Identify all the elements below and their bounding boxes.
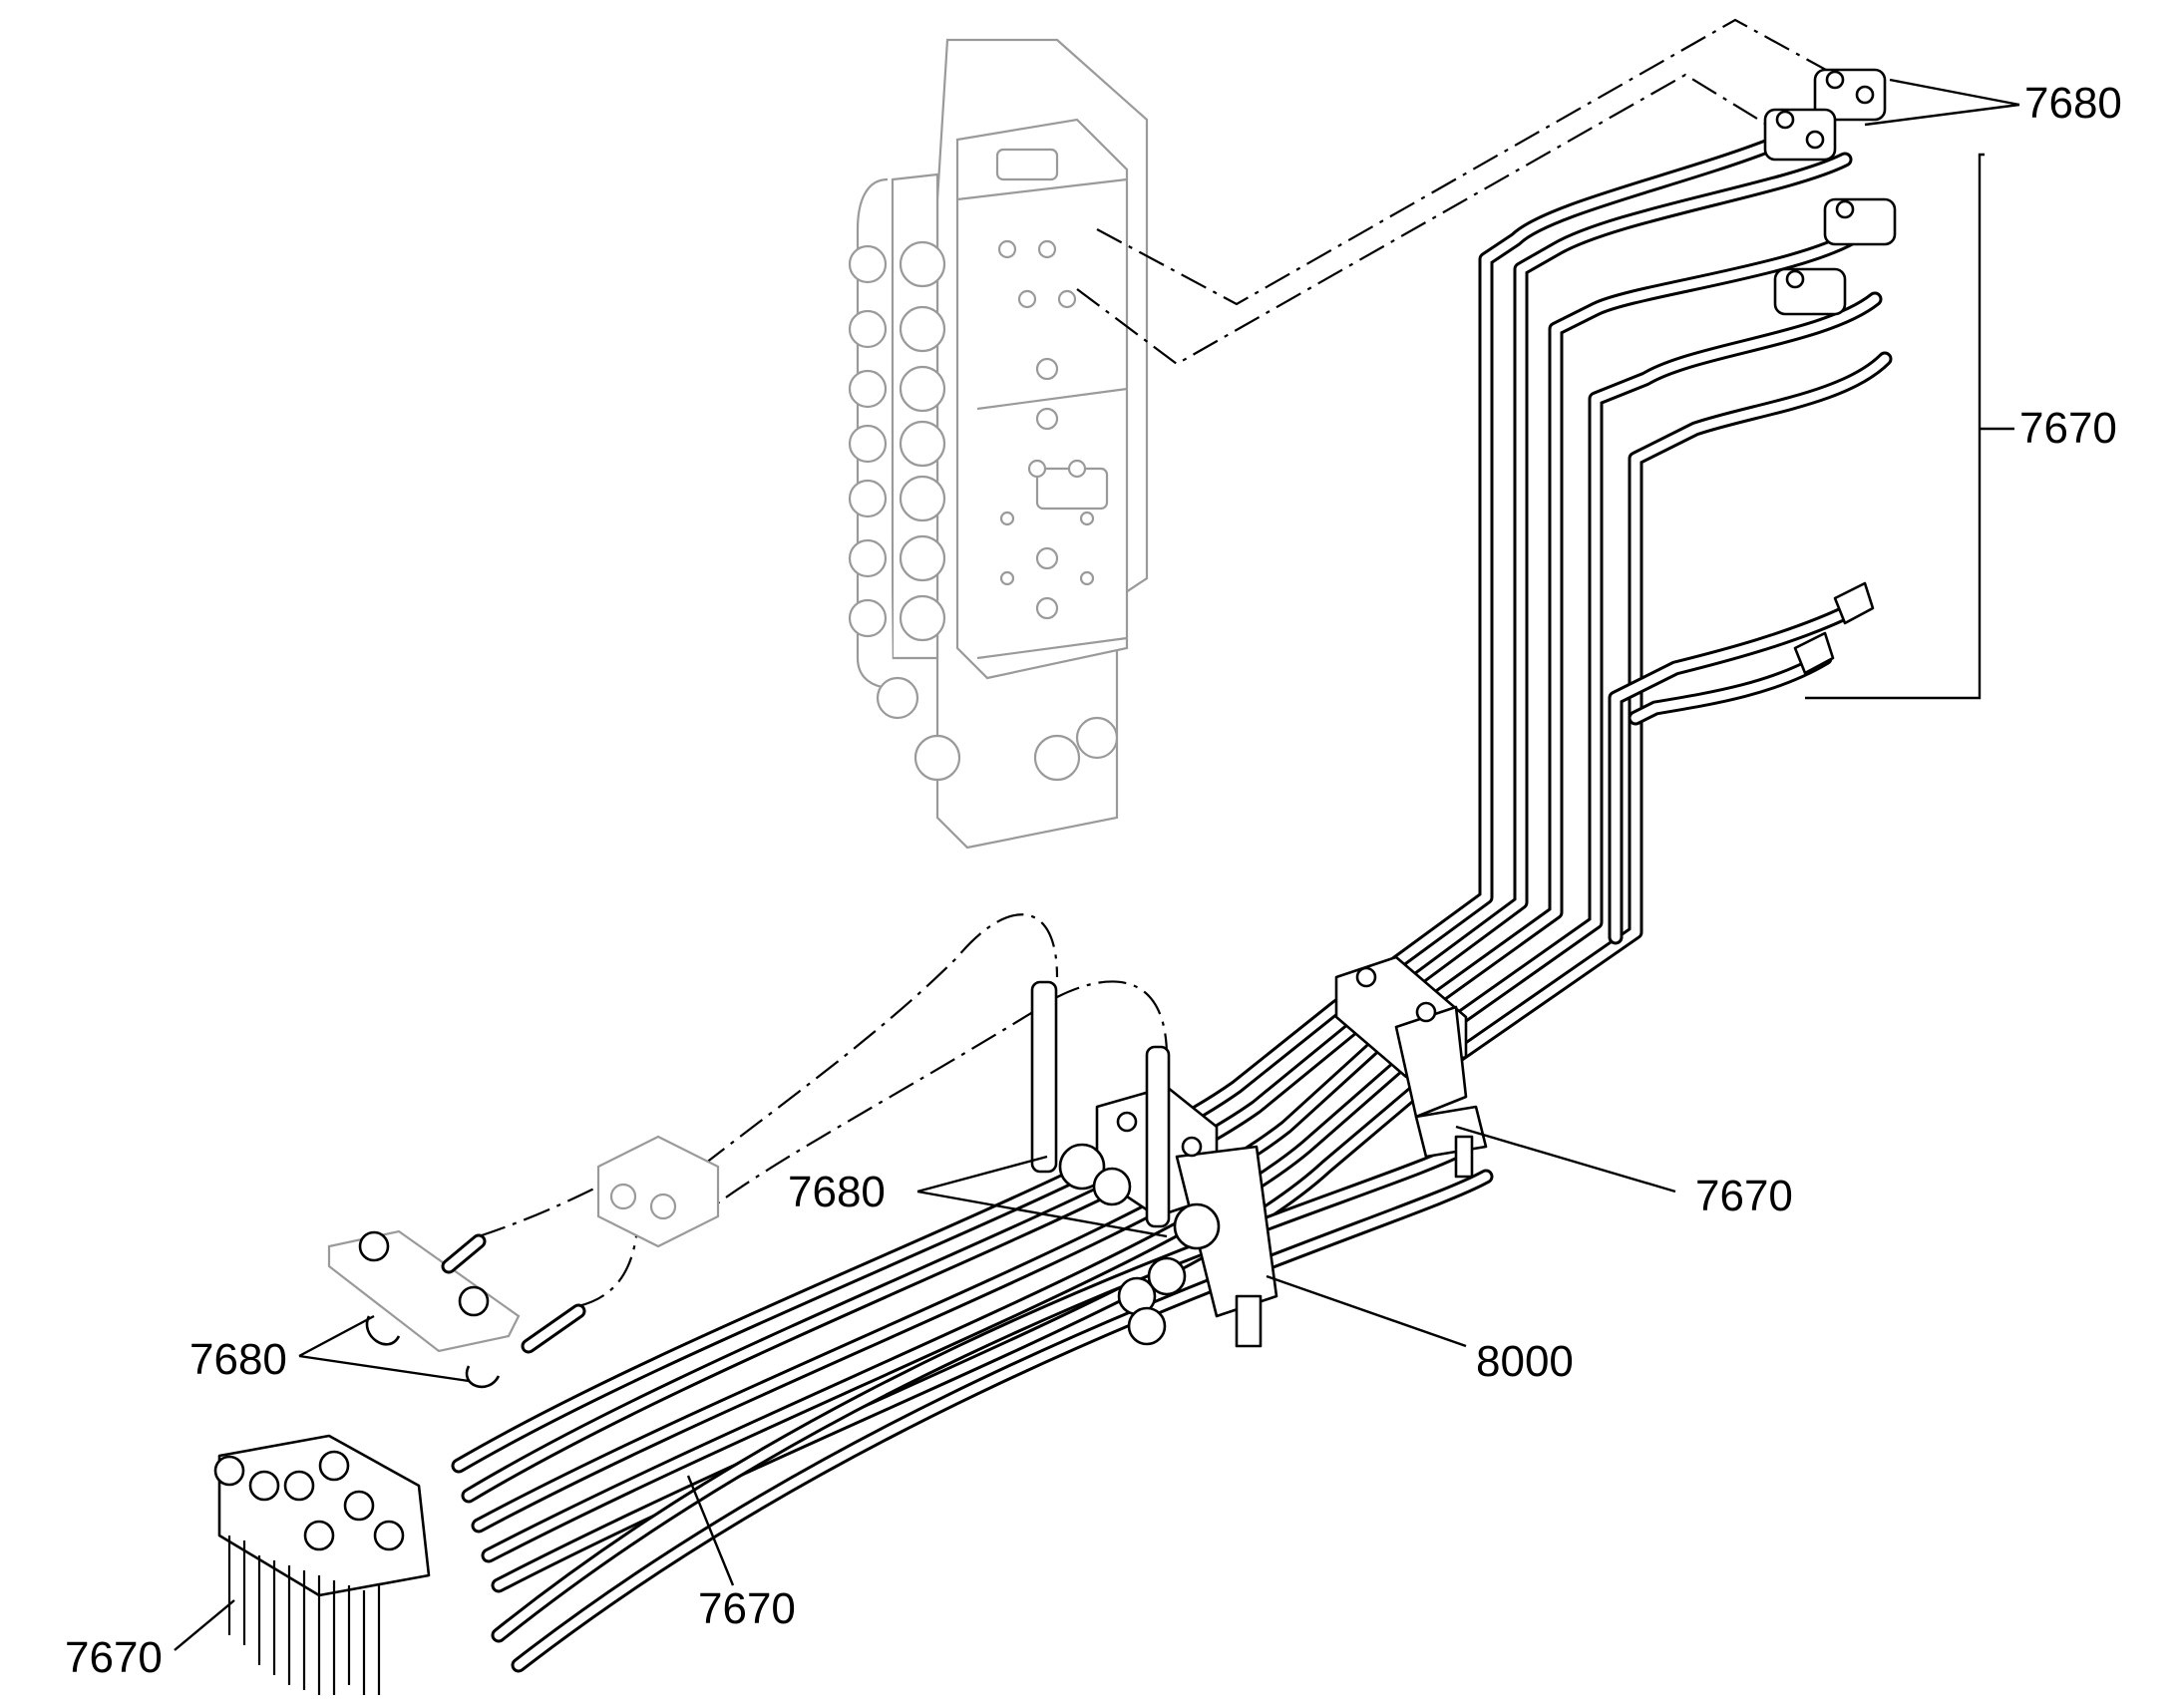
callout-7670-lower-middle: 7670 bbox=[698, 1584, 796, 1633]
callout-7670-right: 7670 bbox=[2019, 404, 2117, 453]
lower-left-manifold bbox=[213, 1434, 431, 1695]
leader-lines bbox=[174, 78, 2020, 1651]
callout-7680-left: 7680 bbox=[189, 1335, 287, 1384]
callout-7670-lower-left: 7670 bbox=[65, 1633, 163, 1682]
callout-8000: 8000 bbox=[1476, 1337, 1574, 1386]
hose-bundle bbox=[451, 102, 1893, 1673]
callout-7670-middle-right: 7670 bbox=[1695, 1172, 1793, 1220]
center-fittings bbox=[1030, 980, 1221, 1346]
callout-7680-upper-right: 7680 bbox=[2024, 79, 2122, 128]
adapter-block bbox=[596, 1135, 720, 1248]
control-valve-block bbox=[848, 38, 1149, 850]
connection-lines bbox=[478, 18, 1836, 1308]
callout-7680-center: 7680 bbox=[788, 1168, 886, 1216]
callouts: 7680 7670 7680 7670 7680 8000 7670 7670 bbox=[65, 79, 2122, 1682]
valve-fittings bbox=[848, 239, 1119, 782]
left-manifold bbox=[327, 1229, 586, 1389]
upper-flanges bbox=[1763, 68, 1897, 675]
